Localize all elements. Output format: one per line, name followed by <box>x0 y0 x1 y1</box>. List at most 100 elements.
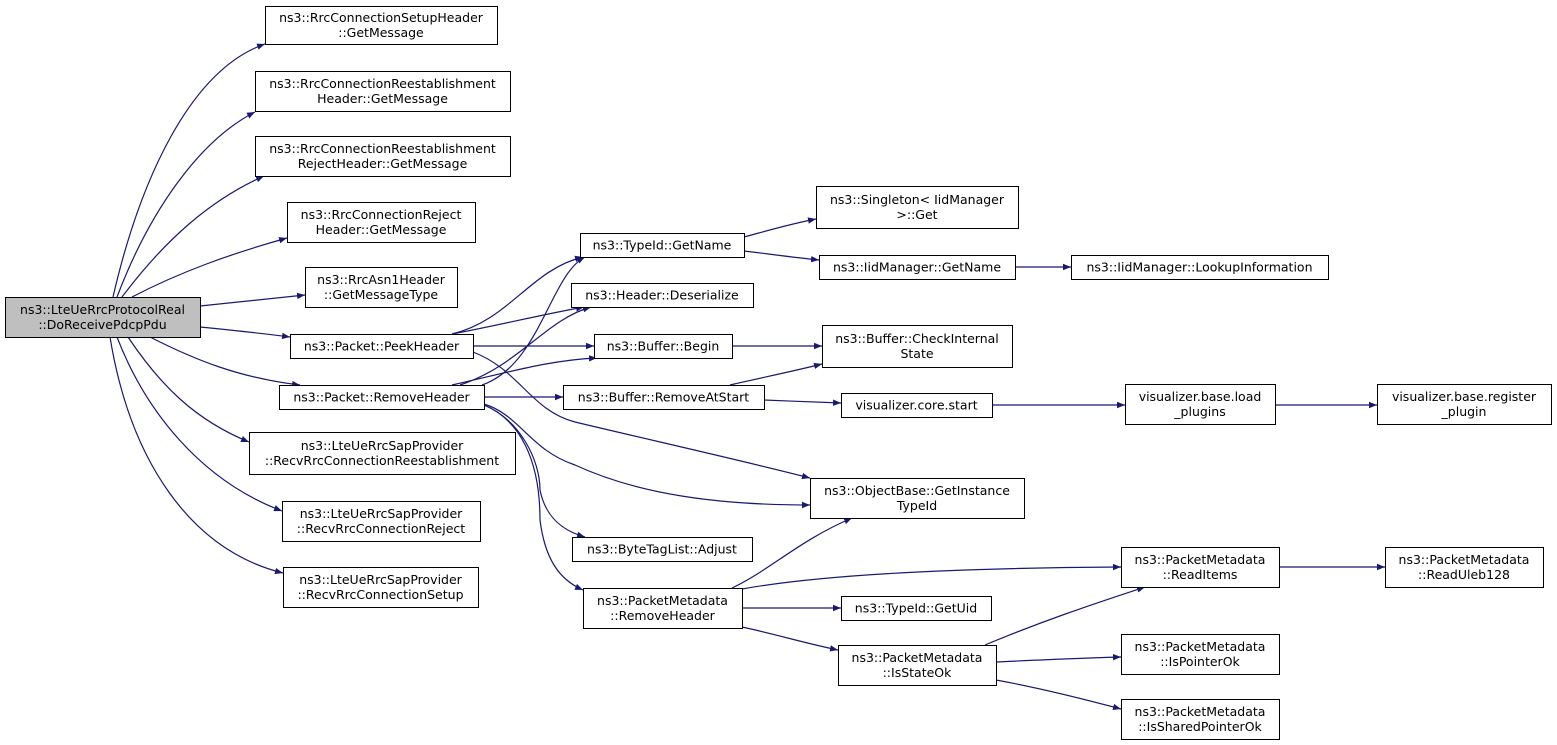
node-label: ::GetMessageType <box>324 287 439 302</box>
node-label: ns3::Buffer::Begin <box>607 339 720 354</box>
graph-node[interactable]: ns3::LteUeRrcSapProvider::RecvRrcConnect… <box>282 501 481 542</box>
graph-node[interactable]: ns3::ByteTagList::Adjust <box>572 537 753 562</box>
node-label: ns3::Buffer::CheckInternal <box>835 331 999 346</box>
graph-node[interactable]: ns3::Buffer::RemoveAtStart <box>563 385 765 410</box>
node-label: ns3::ByteTagList::Adjust <box>587 542 737 557</box>
node-label: State <box>900 346 933 361</box>
graph-node[interactable]: ns3::Packet::PeekHeader <box>290 334 474 359</box>
graph-node[interactable]: ns3::IidManager::GetName <box>819 255 1016 280</box>
node-label: TypeId <box>896 498 937 513</box>
node-label: ns3::Packet::PeekHeader <box>304 339 460 354</box>
edge-n7-to-n11 <box>481 256 586 386</box>
graph-node[interactable]: ns3::Singleton< IidManager >::Get <box>816 186 1019 229</box>
node-label: Header::GetMessage <box>316 222 447 237</box>
node-label: ::ReadUleb128 <box>1418 567 1510 582</box>
graph-node[interactable]: ns3::RrcConnectionReestablishmentHeader:… <box>255 71 511 112</box>
node-box <box>838 645 997 686</box>
node-box <box>841 596 992 621</box>
edge-n6-to-n11 <box>451 255 584 335</box>
node-box <box>594 334 733 359</box>
edge-n7-to-n12 <box>459 306 592 386</box>
node-label: visualizer.base.load <box>1139 389 1262 404</box>
graph-node[interactable]: ns3::PacketMetadata::IsPointerOk <box>1121 634 1280 675</box>
graph-node[interactable]: ns3::PacketMetadata::IsStateOk <box>838 645 997 686</box>
node-box <box>290 334 474 359</box>
node-label: Header::GetMessage <box>317 91 448 106</box>
node-label: ns3::ObjectBase::GetInstance <box>824 483 1010 498</box>
graph-node[interactable]: ns3::RrcConnectionReestablishmentRejectH… <box>255 136 511 177</box>
node-label: ::RecvRrcConnectionSetup <box>297 587 463 602</box>
node-label: ns3::IidManager::GetName <box>833 260 1001 275</box>
node-label: ns3::IidManager::LookupInformation <box>1086 260 1312 275</box>
node-label: ::RecvRrcConnectionReject <box>297 521 466 536</box>
node-label: ::DoReceivePdcpPdu <box>38 317 166 332</box>
node-box <box>580 233 745 258</box>
graph-node[interactable]: ns3::PacketMetadata::ReadItems <box>1121 547 1280 588</box>
graph-node[interactable]: ns3::Packet::RemoveHeader <box>279 385 485 410</box>
node-box <box>819 255 1016 280</box>
graph-node[interactable]: ns3::PacketMetadata::ReadUleb128 <box>1385 547 1544 588</box>
graph-node[interactable]: ns3::LteUeRrcSapProvider::RecvRrcConnect… <box>283 567 479 608</box>
edge-root-to-n1 <box>112 43 266 298</box>
node-label: ::RemoveHeader <box>610 608 716 623</box>
node-label: ::GetMessage <box>338 25 424 40</box>
node-label: ::IsSharedPointerOk <box>1138 719 1262 734</box>
node-label: ns3::Singleton< IidManager <box>830 192 1005 207</box>
edge-n16-to-n25 <box>741 563 1122 590</box>
graph-node[interactable]: ns3::PacketMetadata::IsSharedPointerOk <box>1121 699 1280 740</box>
graph-node[interactable]: ns3::RrcConnectionRejectHeader::GetMessa… <box>287 202 476 243</box>
node-label: visualizer.core.start <box>855 398 977 413</box>
node-label: ns3::PacketMetadata <box>1135 704 1266 719</box>
node-label: ns3::PacketMetadata <box>597 593 728 608</box>
graph-node[interactable]: ns3::TypeId::GetName <box>580 233 745 258</box>
nodes-layer: ns3::LteUeRrcProtocolReal::DoReceivePdcp… <box>5 6 1552 740</box>
graph-node[interactable]: ns3::RrcAsn1Header::GetMessageType <box>305 267 458 308</box>
node-label: ns3::Packet::RemoveHeader <box>293 390 470 405</box>
node-label: _plugin <box>1441 404 1487 419</box>
graph-node[interactable]: ns3::IidManager::LookupInformation <box>1071 255 1329 280</box>
node-box <box>255 136 511 177</box>
edge-n16-to-n24 <box>731 517 853 589</box>
edge-n7-to-n24 <box>483 403 811 509</box>
node-label: ns3::RrcConnectionReject <box>301 207 462 222</box>
node-box <box>265 6 498 45</box>
node-label: ns3::LteUeRrcSapProvider <box>299 572 462 587</box>
graph-node[interactable]: ns3::RrcConnectionSetupHeader::GetMessag… <box>265 6 498 45</box>
node-box <box>810 478 1025 519</box>
graph-node[interactable]: visualizer.base.register_plugin <box>1377 384 1552 425</box>
edge-n11-to-n17 <box>743 217 817 238</box>
graph-node[interactable]: ns3::Header::Deserialize <box>571 283 754 308</box>
edge-root-to-n6 <box>199 326 291 340</box>
node-label: visualizer.base.register <box>1392 389 1537 404</box>
node-label: ns3::PacketMetadata <box>1399 552 1530 567</box>
edge-n28-to-n30 <box>995 679 1122 711</box>
node-label: ns3::RrcAsn1Header <box>317 272 446 287</box>
node-box <box>249 432 516 475</box>
edge-n14-to-n21 <box>763 399 842 406</box>
edge-n28-to-n25 <box>984 586 1146 646</box>
node-label: ns3::LteUeRrcProtocolReal <box>20 302 185 317</box>
node-label: ns3::RrcConnectionReestablishment <box>269 141 496 156</box>
node-label: ns3::PacketMetadata <box>852 650 983 665</box>
node-box <box>1125 384 1276 425</box>
node-box <box>583 588 743 629</box>
node-box <box>822 325 1013 368</box>
edge-root-to-n10 <box>109 336 284 575</box>
graph-node[interactable]: visualizer.core.start <box>841 393 993 418</box>
graph-node[interactable]: ns3::TypeId::GetUid <box>841 596 992 621</box>
graph-node[interactable]: ns3::PacketMetadata::RemoveHeader <box>583 588 743 629</box>
edge-n7-to-n16 <box>483 404 584 591</box>
node-label: ns3::LteUeRrcSapProvider <box>301 438 464 453</box>
node-label: >::Get <box>896 207 937 222</box>
node-box <box>1121 634 1280 675</box>
graph-node[interactable]: ns3::LteUeRrcSapProvider::RecvRrcConnect… <box>249 432 516 475</box>
node-box <box>1071 255 1329 280</box>
node-label: ns3::PacketMetadata <box>1135 552 1266 567</box>
edge-root-to-n9 <box>116 336 283 512</box>
graph-node[interactable]: ns3::Buffer::Begin <box>594 334 733 359</box>
node-label: ns3::RrcConnectionSetupHeader <box>279 10 484 25</box>
graph-node[interactable]: visualizer.base.load_plugins <box>1125 384 1276 425</box>
